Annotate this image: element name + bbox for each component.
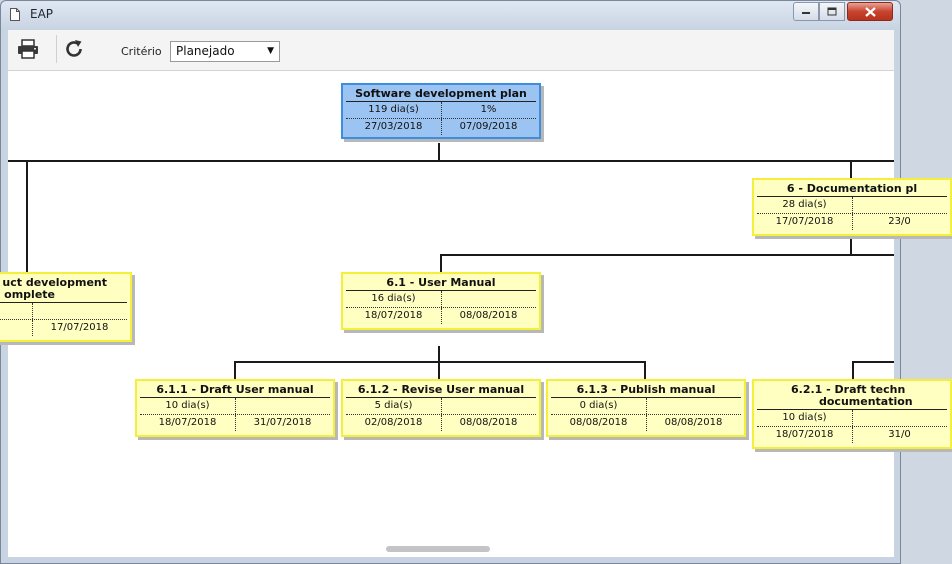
criteria-label: Critério xyxy=(121,45,162,58)
connector-line xyxy=(438,346,440,362)
connector-line xyxy=(438,143,440,161)
node-end-date: 08/08/2018 xyxy=(459,310,518,321)
node-title: uct development omplete xyxy=(0,277,127,303)
toolbar-separator xyxy=(56,35,57,63)
connector-line xyxy=(440,254,894,256)
window-title: EAP xyxy=(30,7,54,21)
connector-line xyxy=(26,160,28,272)
node-end-date: 08/08/2018 xyxy=(459,417,518,428)
minimize-button[interactable] xyxy=(793,2,819,21)
node-row-dates: 08/08/2018 08/08/2018 xyxy=(551,415,741,431)
node-row-duration: 10 dia(s) xyxy=(757,410,947,427)
node-row-duration: 16 dia(s) xyxy=(346,291,536,308)
node-row-dates: 27/03/2018 07/09/2018 xyxy=(346,119,536,135)
horizontal-scrollbar-thumb[interactable] xyxy=(386,546,490,552)
wbs-node-6-1[interactable]: 6.1 - User Manual 16 dia(s) 18/07/2018 0… xyxy=(341,272,541,330)
wbs-canvas[interactable]: Software development plan 119 dia(s) 1% … xyxy=(0,71,952,557)
refresh-icon xyxy=(66,40,82,57)
node-duration: 28 dia(s) xyxy=(782,199,827,210)
node-progress: 1% xyxy=(480,104,497,115)
node-title: Software development plan xyxy=(346,88,536,102)
node-end-date: 23/0 xyxy=(888,216,911,227)
wbs-node-5[interactable]: uct development omplete 17/07/2018 xyxy=(0,272,132,342)
node-row-duration: 0 dia(s) xyxy=(551,398,741,415)
node-row-duration: 119 dia(s) 1% xyxy=(346,102,536,119)
dropdown-arrow-icon: ▼ xyxy=(267,46,274,56)
toolbar: Critério Planejado ▼ xyxy=(8,30,894,71)
node-row-dates: 18/07/2018 31/0 xyxy=(757,427,947,443)
node-row-dates: 17/07/2018 xyxy=(0,320,127,336)
maximize-icon xyxy=(827,7,837,16)
connector-line xyxy=(852,361,894,363)
connector-line xyxy=(850,237,852,256)
connector-line xyxy=(438,361,440,379)
criteria-select[interactable]: Planejado ▼ xyxy=(170,41,280,62)
wbs-node-6[interactable]: 6 - Documentation pl 28 dia(s) 17/07/201… xyxy=(752,178,952,236)
node-end-date: 31/0 xyxy=(888,429,911,440)
node-start-date: 18/07/2018 xyxy=(775,429,834,440)
maximize-button[interactable] xyxy=(819,2,845,21)
refresh-button[interactable] xyxy=(60,36,88,62)
connector-line xyxy=(852,361,854,379)
connector-line xyxy=(644,361,646,379)
node-row-dates: 18/07/2018 31/07/2018 xyxy=(140,415,330,431)
node-duration: 0 dia(s) xyxy=(579,400,618,411)
node-duration: 10 dia(s) xyxy=(782,412,827,423)
node-start-date: 18/07/2018 xyxy=(158,417,217,428)
node-row-duration: 28 dia(s) xyxy=(757,197,947,214)
node-duration: 5 dia(s) xyxy=(374,400,413,411)
node-title: 6 - Documentation pl xyxy=(757,183,947,197)
connector-line xyxy=(850,160,852,178)
node-start-date: 17/07/2018 xyxy=(775,216,834,227)
node-title: 6.1.2 - Revise User manual xyxy=(346,384,536,398)
node-start-date: 18/07/2018 xyxy=(364,310,423,321)
connector-line xyxy=(234,361,646,363)
node-end-date: 17/07/2018 xyxy=(50,322,109,333)
close-icon xyxy=(864,6,876,17)
connector-line xyxy=(234,361,236,379)
document-icon xyxy=(10,8,20,21)
node-row-duration: 10 dia(s) xyxy=(140,398,330,415)
node-end-date: 08/08/2018 xyxy=(664,417,723,428)
node-row-dates: 02/08/2018 08/08/2018 xyxy=(346,415,536,431)
node-title: 6.1.1 - Draft User manual xyxy=(140,384,330,398)
node-start-date: 02/08/2018 xyxy=(364,417,423,428)
node-title: 6.1 - User Manual xyxy=(346,277,536,291)
print-button[interactable] xyxy=(14,36,42,62)
node-duration: 10 dia(s) xyxy=(165,400,210,411)
wbs-node-6-2-1[interactable]: 6.2.1 - Draft techn documentation 10 dia… xyxy=(752,379,952,449)
node-duration: 16 dia(s) xyxy=(371,293,416,304)
node-title: 6.2.1 - Draft techn documentation xyxy=(757,384,947,410)
node-start-date: 27/03/2018 xyxy=(364,121,423,132)
wbs-node-root[interactable]: Software development plan 119 dia(s) 1% … xyxy=(341,83,541,139)
node-row-duration: 5 dia(s) xyxy=(346,398,536,415)
criteria-value: Planejado xyxy=(176,44,235,58)
close-button[interactable] xyxy=(847,2,893,21)
minimize-icon xyxy=(802,11,810,14)
wbs-node-6-1-3[interactable]: 6.1.3 - Publish manual 0 dia(s) 08/08/20… xyxy=(546,379,746,437)
node-row-dates: 17/07/2018 23/0 xyxy=(757,214,947,230)
connector-line xyxy=(8,160,894,162)
node-end-date: 31/07/2018 xyxy=(253,417,312,428)
node-row-duration xyxy=(0,303,127,320)
wbs-node-6-1-2[interactable]: 6.1.2 - Revise User manual 5 dia(s) 02/0… xyxy=(341,379,541,437)
wbs-node-6-1-1[interactable]: 6.1.1 - Draft User manual 10 dia(s) 18/0… xyxy=(135,379,335,437)
printer-icon xyxy=(18,39,38,59)
node-start-date: 08/08/2018 xyxy=(569,417,628,428)
connector-line xyxy=(440,254,442,272)
title-bar: EAP xyxy=(1,1,900,29)
node-end-date: 07/09/2018 xyxy=(459,121,518,132)
node-title: 6.1.3 - Publish manual xyxy=(551,384,741,398)
node-duration: 119 dia(s) xyxy=(368,104,419,115)
node-row-dates: 18/07/2018 08/08/2018 xyxy=(346,308,536,324)
